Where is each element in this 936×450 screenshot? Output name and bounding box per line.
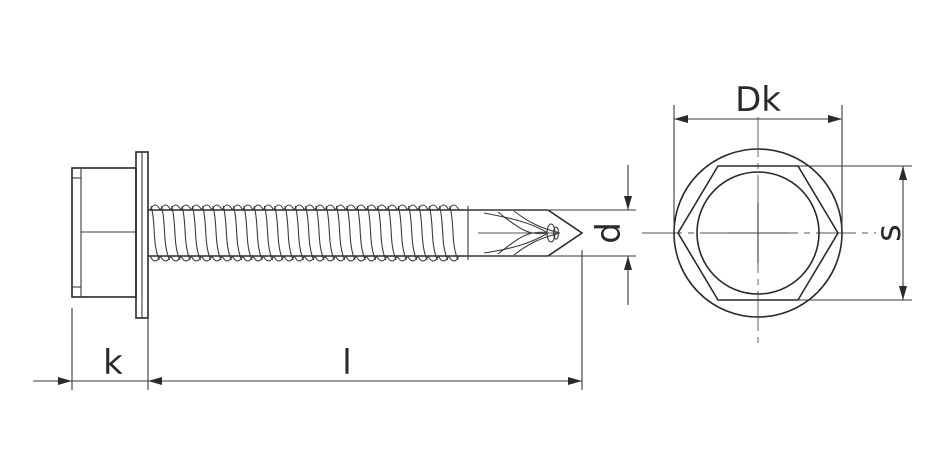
hex-head (71, 167, 137, 298)
thread-flank (243, 205, 253, 261)
thread-flank (428, 205, 438, 261)
thread-flank (449, 205, 459, 261)
dimension-dk: Dk (673, 80, 843, 233)
dimension-k: k (33, 308, 149, 390)
thread-flank (232, 205, 243, 261)
label-d: d (589, 222, 629, 244)
side-view: d k l (33, 151, 636, 390)
thread-flank (366, 205, 377, 261)
thread-flank (222, 205, 232, 261)
end-view: Dk s (642, 80, 912, 349)
thread-flank (325, 205, 335, 261)
thread-flanks (150, 205, 459, 261)
thread-flank (150, 205, 160, 261)
thread-flank (212, 205, 222, 261)
thread-flank (418, 205, 428, 261)
label-l: l (342, 343, 351, 383)
thread-flank (438, 205, 449, 261)
thread-flank (315, 205, 325, 261)
dimension-d: d (466, 165, 636, 305)
thread-flank (201, 205, 212, 261)
thread-flank (181, 205, 191, 261)
label-dk: Dk (735, 80, 781, 120)
label-k: k (103, 343, 123, 383)
thread-flank (284, 205, 294, 261)
thread-flank (304, 205, 315, 261)
thread-flank (377, 205, 387, 261)
thread-flank (263, 205, 274, 261)
thread-flank (407, 205, 418, 261)
thread-flank (335, 205, 346, 261)
threaded-shank (148, 204, 469, 262)
dimension-s: s (798, 165, 912, 301)
dimension-l: l (148, 250, 583, 390)
drill-point (468, 209, 584, 257)
thread-flank (191, 205, 202, 261)
inner-circle (696, 171, 820, 295)
thread-flank (160, 205, 171, 261)
thread-flank (346, 205, 356, 261)
flange (135, 151, 149, 319)
thread-flank (274, 205, 284, 261)
thread-flank (171, 205, 181, 261)
thread-flank (356, 205, 366, 261)
thread-flank (253, 205, 263, 261)
thread-flank (387, 205, 397, 261)
label-s: s (869, 224, 909, 242)
thread-flank (397, 205, 408, 261)
thread-flank (294, 205, 305, 261)
